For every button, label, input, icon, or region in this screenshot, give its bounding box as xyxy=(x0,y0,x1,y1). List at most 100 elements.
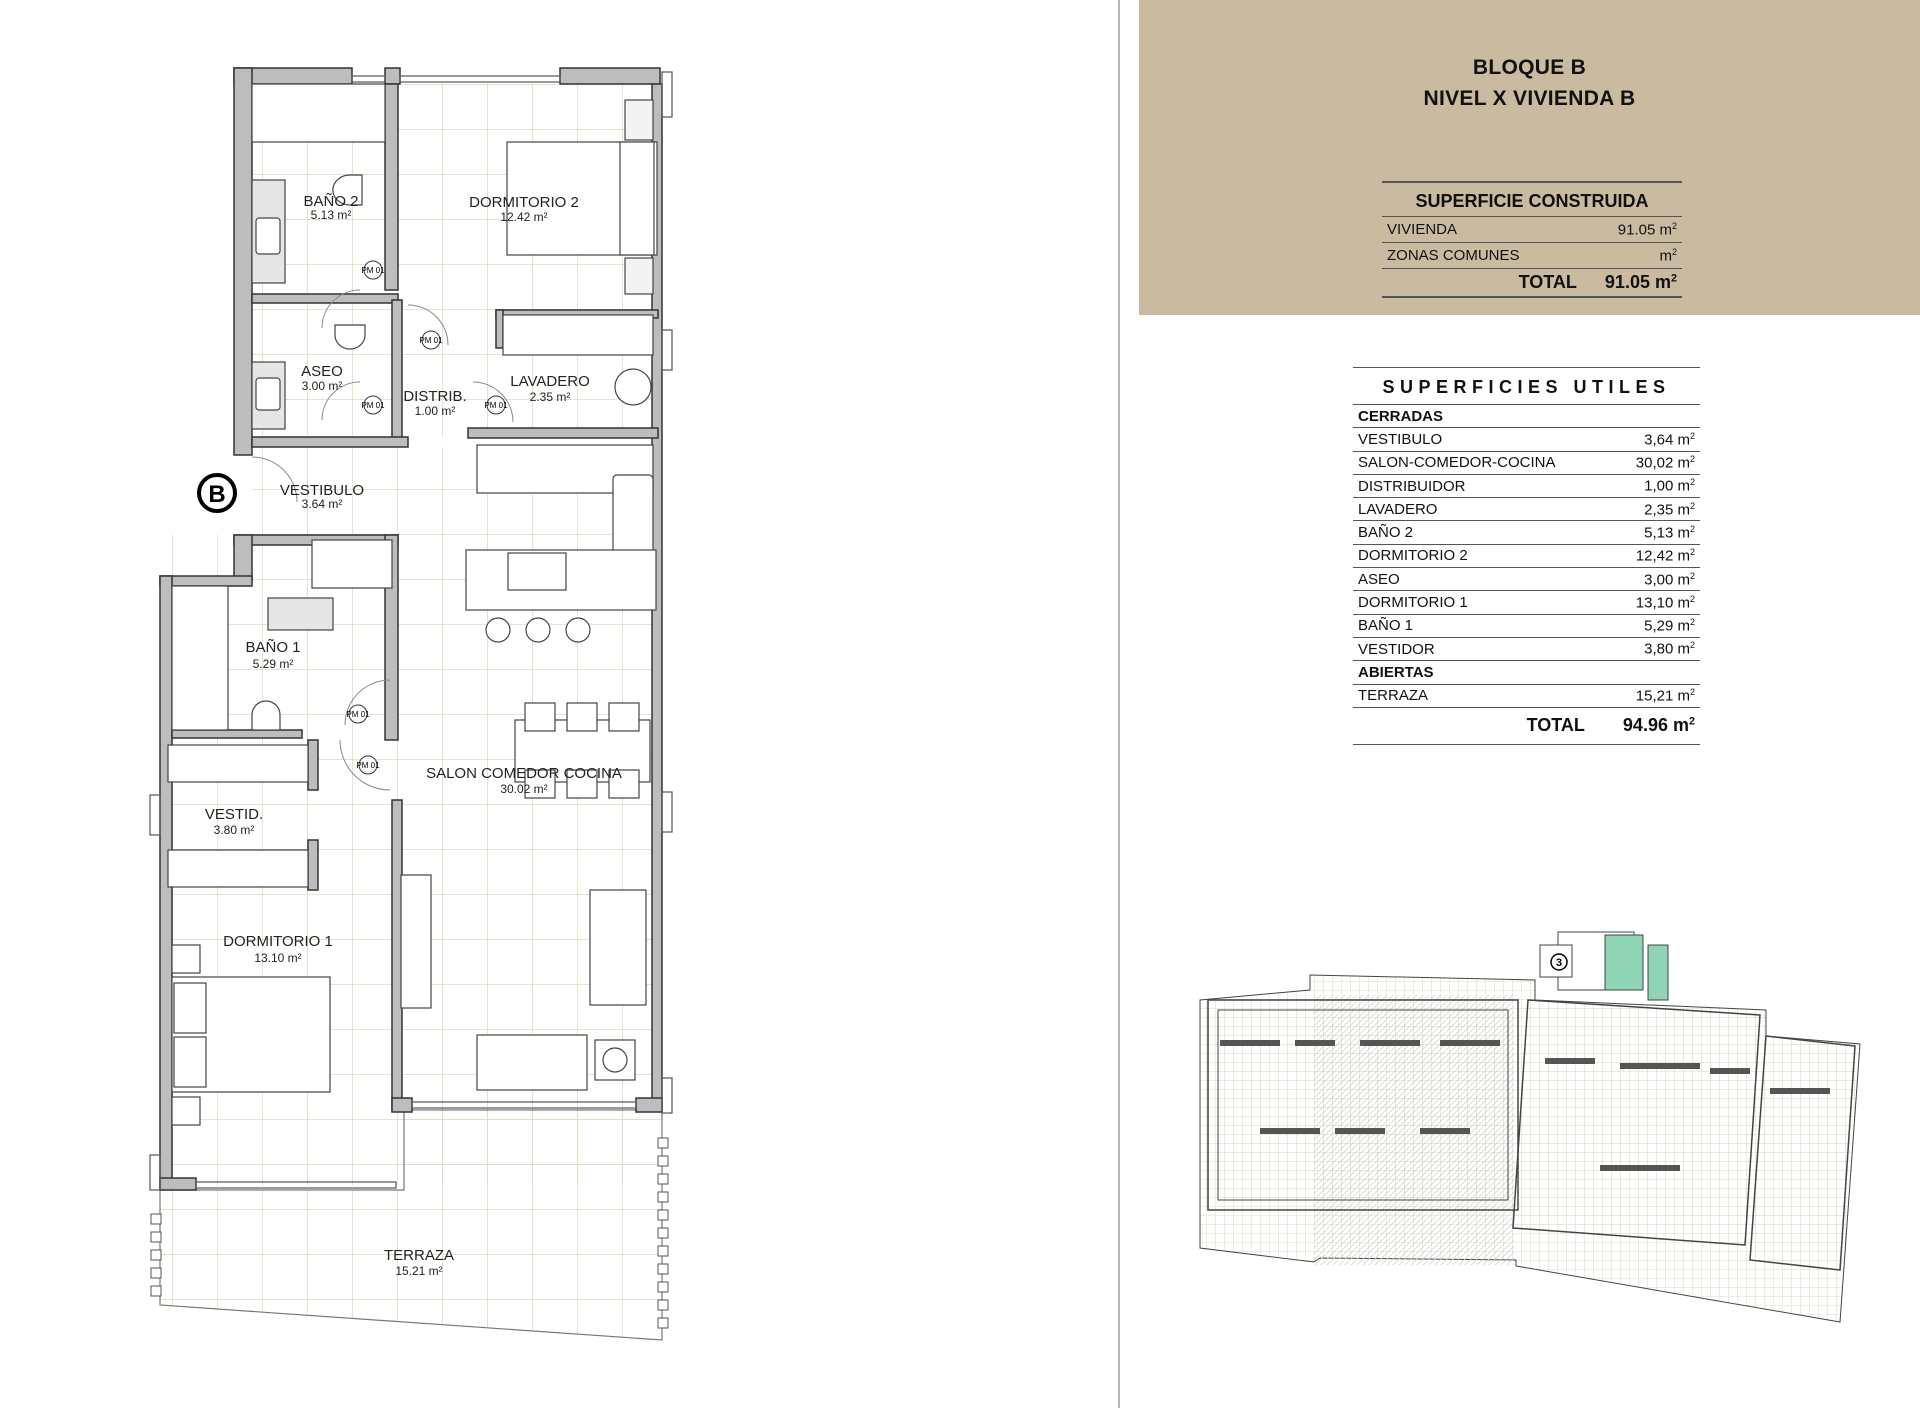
section-open: ABIERTAS xyxy=(1353,661,1700,685)
area-label: DORMITORIO 2 xyxy=(1358,547,1468,565)
area-value: 5,29 xyxy=(1644,617,1674,635)
room-area: 5.13 m² xyxy=(311,208,352,222)
door-tag: PM 01 xyxy=(484,401,508,410)
svg-text:B: B xyxy=(208,481,225,508)
walls xyxy=(159,67,663,1191)
sofa-2 xyxy=(476,1034,588,1091)
green-area xyxy=(1604,934,1644,991)
area-label: LAVADERO xyxy=(1358,500,1438,518)
sofa xyxy=(589,889,647,1006)
usable-area-total: TOTAL 94.96 m2 xyxy=(1353,708,1700,745)
vanity-bano1 xyxy=(267,597,334,631)
built-area-table: SUPERFICIE CONSTRUIDA VIVIENDA 91.05 m2 … xyxy=(1382,181,1682,298)
block-title: BLOQUE B xyxy=(1472,56,1587,79)
area-value: 3,00 xyxy=(1644,570,1674,588)
room-labels: BAÑO 25.13 m² DORMITORIO 212.42 m² ASEO3… xyxy=(205,193,622,1278)
area-label: VESTIDOR xyxy=(1358,640,1435,658)
room-label: SALON COMEDOR COCINA xyxy=(426,765,622,782)
built-area-row: ZONAS COMUNES m2 xyxy=(1382,243,1682,269)
area-label: DISTRIBUIDOR xyxy=(1358,477,1466,495)
room-label: ASEO xyxy=(301,363,343,380)
area-label: BAÑO 1 xyxy=(1358,617,1414,635)
wardrobe-entry xyxy=(311,539,393,589)
entry-badge: B xyxy=(197,473,237,513)
door-tag: PM 01 xyxy=(346,710,370,719)
toilet-bano2 xyxy=(332,174,363,206)
stair-badge: 3 xyxy=(1556,957,1562,969)
area-label: BAÑO 2 xyxy=(1358,524,1414,542)
area-value: 2,35 xyxy=(1644,501,1674,519)
washing-machine xyxy=(614,368,652,406)
toilet-aseo xyxy=(334,324,366,350)
door-tag: PM 01 xyxy=(361,401,385,410)
closet-vestid-2 xyxy=(167,849,309,888)
room-area: 2.35 m² xyxy=(530,390,571,404)
room-label: LAVADERO xyxy=(510,373,589,390)
room-area: 3.64 m² xyxy=(302,497,343,511)
furniture xyxy=(167,83,658,1126)
closet-vestid-1 xyxy=(167,744,309,783)
area-value: 5,13 xyxy=(1644,524,1674,542)
door-swings xyxy=(251,289,514,791)
room-area: 15.21 m² xyxy=(395,1264,442,1278)
header-panel: BLOQUE B NIVEL X VIVIENDA B xyxy=(1139,0,1920,315)
area-value: 12,42 xyxy=(1635,547,1674,565)
room-label: DORMITORIO 2 xyxy=(469,194,579,211)
built-area-row: VIVIENDA 91.05 m2 xyxy=(1382,217,1682,243)
room-area: 30.02 m² xyxy=(500,782,547,796)
area-value: 30,02 xyxy=(1635,454,1674,472)
page-divider xyxy=(1118,0,1120,1408)
room-label: DORMITORIO 1 xyxy=(223,933,333,950)
area-value: 13,10 xyxy=(1635,594,1674,612)
room-area: 5.29 m² xyxy=(253,657,294,671)
room-label: TERRAZA xyxy=(384,1247,454,1264)
shower xyxy=(251,83,386,143)
area-label: TERRAZA xyxy=(1358,687,1429,705)
area-value: 1,00 xyxy=(1644,477,1674,495)
room-label: BAÑO 1 xyxy=(245,639,300,656)
built-area-total: TOTAL 91.05 m2 xyxy=(1382,269,1682,298)
room-area: 12.42 m² xyxy=(500,210,547,224)
room-area: 1.00 m² xyxy=(415,404,456,418)
door-tags: PM 01 PM 01 PM 01 PM 01 PM 01 PM 01 xyxy=(346,260,508,775)
site-plan: 3 xyxy=(1199,931,1861,1323)
cooktop xyxy=(507,552,567,591)
tv-unit xyxy=(400,874,432,1009)
shower-bano1 xyxy=(171,585,229,731)
door-tag: PM 01 xyxy=(356,761,380,770)
built-area-title: SUPERFICIE CONSTRUIDA xyxy=(1382,181,1682,217)
area-label: SALON-COMEDOR-COCINA xyxy=(1358,454,1556,472)
terrace-railing xyxy=(150,1137,669,1329)
room-area: 13.10 m² xyxy=(254,951,301,965)
room-label: VESTID. xyxy=(205,806,263,823)
unit-title: NIVEL X VIVIENDA B xyxy=(1423,87,1636,110)
area-label: VESTIBULO xyxy=(1358,430,1443,448)
windows xyxy=(149,71,673,1191)
room-label: BAÑO 2 xyxy=(303,193,358,210)
area-value: 3,80 xyxy=(1644,640,1674,658)
room-label: VESTIBULO xyxy=(280,482,364,499)
area-value: 15,21 xyxy=(1635,687,1674,705)
door-tag: PM 01 xyxy=(361,266,385,275)
usable-area-title: SUPERFICIES UTILES xyxy=(1353,367,1700,405)
area-label: DORMITORIO 1 xyxy=(1358,594,1468,612)
section-closed: CERRADAS xyxy=(1353,405,1700,429)
area-label: ASEO xyxy=(1358,570,1400,588)
green-area xyxy=(1647,944,1669,1001)
room-area: 3.00 m² xyxy=(302,379,343,393)
wardrobe-dormitorio2 xyxy=(502,314,654,356)
room-area: 3.80 m² xyxy=(214,823,255,837)
